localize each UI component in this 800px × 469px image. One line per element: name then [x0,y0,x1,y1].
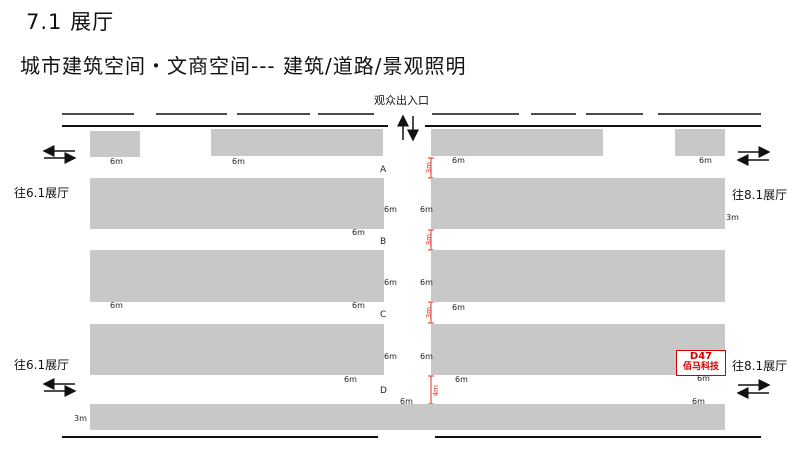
block-top-left-wide [211,129,383,156]
dim-label: 6m [232,157,245,166]
row-label-c: C [380,310,387,320]
block-top-left-small [90,131,140,157]
row-label-d: D [380,386,387,396]
hall-label-left-bottom: 往6.1展厅 [14,358,70,372]
aisle-width-label: 3m [425,162,433,174]
entrance-label: 观众出入口 [374,94,429,107]
row-label-b: B [380,237,387,247]
dim-label: 6m [384,205,397,214]
dim-label: 6m [455,375,468,384]
dim-label: 6m [420,352,433,361]
dim-label: 6m [110,157,123,166]
booth-name: 佰马科技 [682,362,719,372]
booth-d47[interactable]: D47 佰马科技 [676,350,726,376]
block-bottom-strip [90,404,725,430]
dim-label: 6m [697,374,710,383]
hall-label-right-bottom: 往8.1展厅 [732,359,788,373]
dim-label: 6m [352,228,365,237]
booth-code: D47 [689,351,713,362]
aisle-width-label: 3m [425,307,433,319]
hall-arrows [42,145,771,399]
hall-label-left-top: 往6.1展厅 [14,186,70,200]
dim-label: 6m [344,375,357,384]
block-row-a-left [90,178,384,229]
aisle-width-label: 3m [425,234,433,246]
block-top-right-small [675,129,725,156]
block-row-a-right [431,178,725,229]
page-title: 7.1 展厅 [26,10,115,34]
hall-label-right-top: 往8.1展厅 [732,188,788,202]
dim-label: 6m [692,397,705,406]
dim-label: 6m [452,303,465,312]
dim-label: 6m [384,352,397,361]
dim-label: 3m [726,213,739,222]
block-row-b-left [90,250,384,302]
dim-label: 6m [352,301,365,310]
dim-label: 6m [420,278,433,287]
block-top-right-wide [431,129,603,156]
dim-label: 6m [400,397,413,406]
dim-label: 6m [384,278,397,287]
dim-label: 6m [699,156,712,165]
block-row-b-right [431,250,725,302]
dim-label: 6m [110,301,123,310]
dim-label: 6m [452,156,465,165]
aisle-width-label: 4m [432,385,440,397]
dim-label: 6m [420,205,433,214]
block-row-c-left [90,324,384,375]
dim-label: 3m [74,414,87,423]
entrance-arrows [397,114,419,142]
page-subtitle: 城市建筑空间・文商空间--- 建筑/道路/景观照明 [20,54,467,78]
row-label-a: A [380,165,387,175]
